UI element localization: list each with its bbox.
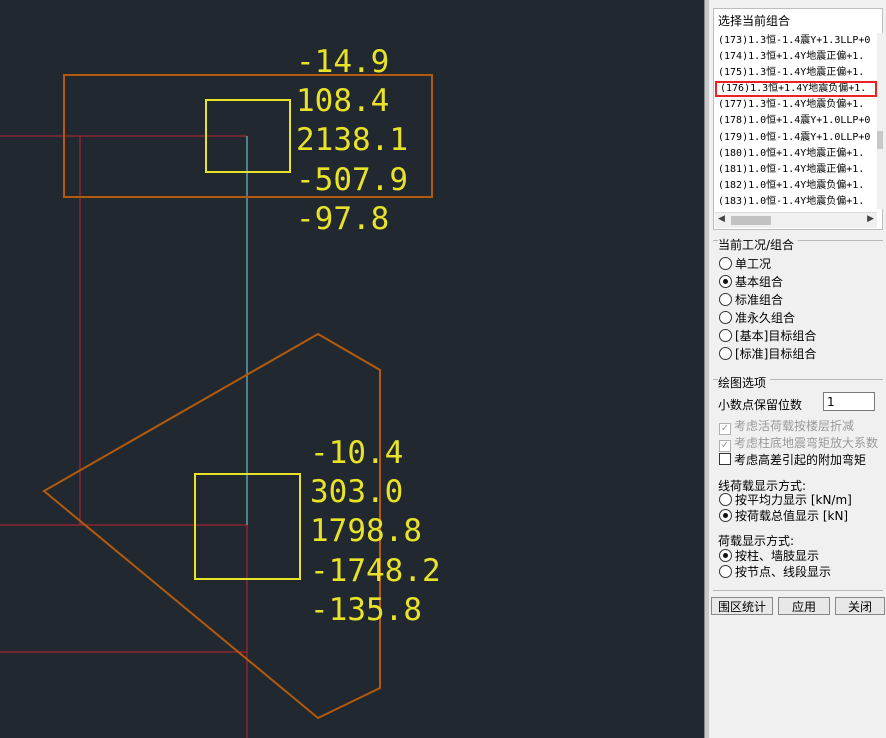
radio-button-icon[interactable]: [719, 293, 732, 306]
radio-label: 按节点、线段显示: [735, 565, 832, 579]
radio-label: 单工况: [735, 257, 772, 271]
horizontal-scrollbar[interactable]: ◀ ▶: [715, 212, 877, 228]
radio-option[interactable]: 基本组合: [719, 273, 783, 291]
combo-list-item[interactable]: (179)1.0恒-1.4震Y+1.0LLP+0: [718, 131, 871, 143]
upper-column[interactable]: [205, 99, 291, 173]
radio-label: [基本]目标组合: [735, 329, 817, 343]
cad-drawing: -14.9 108.4 2138.1 -507.9 -97.8 -10.4 30…: [0, 44, 441, 738]
checkbox-option[interactable]: 考虑高差引起的附加弯矩: [719, 451, 866, 469]
radio-button-icon[interactable]: [719, 347, 732, 360]
scroll-right-icon[interactable]: ▶: [867, 214, 874, 224]
radio-label: 按荷载总值显示 [kN]: [735, 509, 849, 523]
radio-button-icon[interactable]: [719, 549, 732, 562]
combo-list-item[interactable]: (176)1.3恒+1.4Y地震负偏+1.: [715, 81, 877, 98]
divider: [713, 590, 883, 591]
checkbox-label: 考虑柱底地震弯矩放大系数: [734, 436, 879, 450]
vertical-scrollbar[interactable]: [877, 33, 883, 209]
radio-button-icon[interactable]: [719, 257, 732, 270]
upper-load-value: 108.4: [296, 83, 389, 119]
checkbox-label: 考虑活荷载按楼层折减: [734, 419, 855, 433]
radio-label: 基本组合: [735, 275, 784, 289]
radio-option[interactable]: 按柱、墙肢显示: [719, 547, 819, 565]
radio-option[interactable]: 标准组合: [719, 291, 783, 309]
close-button[interactable]: 关闭: [835, 597, 885, 615]
radio-label: 按柱、墙肢显示: [735, 549, 820, 563]
combo-list-item[interactable]: (178)1.0恒+1.4震Y+1.0LLP+0: [718, 115, 871, 127]
decimal-input[interactable]: 1: [823, 392, 875, 411]
scrollbar-thumb[interactable]: [877, 131, 883, 149]
line-load-title: 线荷载显示方式:: [718, 479, 807, 493]
radio-option[interactable]: [基本]目标组合: [719, 327, 816, 345]
combo-list-item[interactable]: (180)1.0恒+1.4Y地震正偏+1.: [718, 147, 865, 159]
radio-label: 标准组合: [735, 293, 784, 307]
checkbox-icon: ✓: [719, 440, 731, 452]
radio-button-icon[interactable]: [719, 329, 732, 342]
cad-drawing-canvas[interactable]: -14.9 108.4 2138.1 -507.9 -97.8 -10.4 30…: [0, 0, 704, 738]
radio-button-icon[interactable]: [719, 565, 732, 578]
radio-option[interactable]: [标准]目标组合: [719, 345, 816, 363]
combo-list-item[interactable]: (181)1.0恒-1.4Y地震正偏+1.: [718, 163, 865, 175]
radio-option[interactable]: 按荷载总值显示 [kN]: [719, 507, 848, 525]
checkbox-icon[interactable]: [719, 453, 731, 465]
combo-list-item[interactable]: (173)1.3恒-1.4震Y+1.3LLP+0: [718, 35, 871, 46]
checkbox-option: ✓考虑柱底地震弯矩放大系数: [719, 434, 878, 452]
upper-load-value: -97.8: [296, 201, 389, 237]
radio-label: [标准]目标组合: [735, 347, 817, 361]
draw-section-title: 绘图选项: [718, 374, 771, 391]
combo-list-item[interactable]: (175)1.3恒-1.4Y地震正偏+1.: [718, 67, 865, 79]
radio-button-icon[interactable]: [719, 493, 732, 506]
radio-button-icon[interactable]: [719, 311, 732, 324]
radio-label: 按平均力显示 [kN/m]: [735, 493, 852, 507]
lower-load-value: 303.0: [310, 474, 403, 510]
lower-footing-outline: [42, 332, 381, 720]
upper-load-value: -507.9: [296, 162, 408, 198]
combo-list[interactable]: (173)1.3恒-1.4震Y+1.3LLP+0 (174)1.3恒+1.4Y地震…: [715, 33, 877, 209]
lower-load-value: 1798.8: [310, 513, 422, 549]
lower-column[interactable]: [194, 473, 301, 580]
radio-option[interactable]: 准永久组合: [719, 309, 795, 327]
lower-load-value: -135.8: [310, 592, 422, 628]
radio-option[interactable]: 按平均力显示 [kN/m]: [719, 491, 852, 509]
checkbox-label: 考虑高差引起的附加弯矩: [734, 453, 867, 467]
combo-section-title: 选择当前组合: [718, 14, 791, 28]
radio-option[interactable]: 按节点、线段显示: [719, 563, 831, 581]
checkbox-icon: ✓: [719, 423, 731, 435]
lower-load-value: -1748.2: [310, 553, 441, 589]
upper-load-value: -14.9: [296, 44, 389, 80]
apply-button[interactable]: 应用: [778, 597, 830, 615]
upper-load-value: 2138.1: [296, 122, 408, 158]
case-section-title: 当前工况/组合: [718, 236, 799, 253]
combo-list-box: [713, 8, 883, 230]
combo-list-item[interactable]: (177)1.3恒-1.4Y地震负偏+1.: [718, 99, 865, 111]
radio-option[interactable]: 单工况: [719, 255, 771, 273]
combo-list-item[interactable]: (174)1.3恒+1.4Y地震正偏+1.: [718, 51, 865, 63]
region-stats-button[interactable]: 围区统计: [711, 597, 773, 615]
panel-splitter[interactable]: [705, 0, 709, 738]
scroll-left-icon[interactable]: ◀: [718, 214, 725, 224]
combo-list-item[interactable]: (182)1.0恒+1.4Y地震负偏+1.: [718, 179, 865, 191]
checkbox-option: ✓考虑活荷载按楼层折减: [719, 417, 854, 435]
radio-button-icon[interactable]: [719, 509, 732, 522]
scrollbar-thumb[interactable]: [731, 216, 771, 225]
divider: [713, 379, 883, 380]
lower-load-value: -10.4: [310, 435, 403, 471]
radio-label: 准永久组合: [735, 311, 796, 325]
decimal-label: 小数点保留位数: [718, 398, 803, 412]
radio-button-icon[interactable]: [719, 275, 732, 288]
upper-footing-outline: [63, 74, 433, 198]
load-combination-panel: 选择当前组合 (173)1.3恒-1.4震Y+1.3LLP+0 (174)1.3恒…: [704, 0, 886, 738]
combo-list-item[interactable]: (183)1.0恒-1.4Y地震负偏+1.: [718, 195, 865, 207]
load-display-title: 荷载显示方式:: [718, 534, 795, 548]
